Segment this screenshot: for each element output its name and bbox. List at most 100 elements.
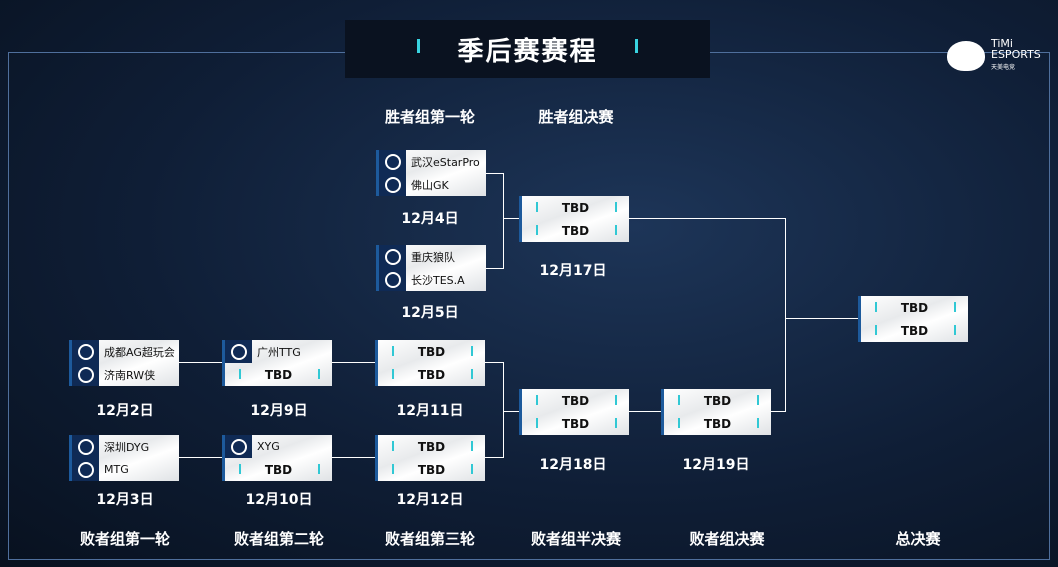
team-name: 重庆狼队	[411, 250, 455, 264]
team-logo-icon	[379, 245, 406, 268]
team-slot: XYG	[225, 435, 332, 458]
team-slot: 武汉eStarPro	[379, 150, 486, 173]
match-l3a[interactable]: TBD TBD	[375, 340, 485, 386]
match-l2a[interactable]: 广州TTG TBD	[222, 340, 332, 386]
tick-icon	[392, 369, 394, 379]
team-slot: TBD	[861, 296, 968, 319]
tick-icon	[471, 441, 473, 451]
header-losers-final: 败者组决赛	[689, 530, 765, 548]
tick-icon	[536, 202, 538, 212]
team-name: TBD	[264, 462, 293, 477]
team-slot: 重庆狼队	[379, 245, 486, 268]
team-name: TBD	[417, 367, 446, 382]
team-slot: TBD	[225, 458, 332, 481]
match-date: 12月3日	[96, 492, 154, 508]
team-name: TBD	[703, 416, 732, 431]
team-name: 成都AG超玩会	[104, 345, 175, 359]
match-date: 12月5日	[401, 305, 459, 321]
team-slot: TBD	[225, 363, 332, 386]
team-logo-icon	[225, 340, 252, 363]
match-date: 12月10日	[245, 492, 313, 508]
match-l2b[interactable]: XYG TBD	[222, 435, 332, 481]
match-l1a[interactable]: 成都AG超玩会济南RW侠	[69, 340, 179, 386]
team-name: TBD	[417, 439, 446, 454]
match-lf[interactable]: TBD TBD	[661, 389, 771, 435]
header-winners-round1: 胜者组第一轮	[384, 108, 476, 126]
tick-icon	[757, 418, 759, 428]
team-name: TBD	[561, 200, 590, 215]
team-slot: MTG	[72, 458, 179, 481]
tick-icon	[392, 464, 394, 474]
tick-icon	[678, 395, 680, 405]
team-slot: 成都AG超玩会	[72, 340, 179, 363]
page-title: 季后赛赛程	[345, 20, 710, 78]
tick-icon	[471, 464, 473, 474]
team-logo-icon	[379, 173, 406, 196]
match-date: 12月18日	[539, 457, 607, 473]
tick-icon	[875, 325, 877, 335]
team-slot: 广州TTG	[225, 340, 332, 363]
team-name: 深圳DYG	[104, 440, 150, 454]
match-date: 12月4日	[401, 211, 459, 227]
team-name: TBD	[561, 223, 590, 238]
tick-icon	[536, 395, 538, 405]
match-date: 12月12日	[396, 492, 464, 508]
match-date: 12月9日	[250, 403, 308, 419]
tick-icon	[615, 225, 617, 235]
team-logo-icon	[72, 435, 99, 458]
match-l3b[interactable]: TBD TBD	[375, 435, 485, 481]
match-date: 12月17日	[539, 263, 607, 279]
team-slot: TBD	[378, 363, 485, 386]
tick-icon	[954, 302, 956, 312]
match-l1b[interactable]: 深圳DYG MTG	[69, 435, 179, 481]
match-date: 12月11日	[396, 403, 464, 419]
header-losers-round1: 败者组第一轮	[79, 530, 171, 548]
match-gf[interactable]: TBD TBD	[858, 296, 968, 342]
tick-icon	[239, 464, 241, 474]
team-slot: TBD	[664, 389, 771, 412]
team-logo-icon	[72, 363, 99, 386]
tick-icon	[615, 395, 617, 405]
team-slot: TBD	[378, 458, 485, 481]
team-name: TBD	[703, 393, 732, 408]
team-slot: 佛山GK	[379, 173, 486, 196]
match-wf[interactable]: TBD TBD	[519, 196, 629, 242]
tick-icon	[471, 346, 473, 356]
team-slot: 济南RW侠	[72, 363, 179, 386]
header-losers-semifinal: 败者组半决赛	[530, 530, 622, 548]
tick-icon	[536, 225, 538, 235]
match-w1a[interactable]: 武汉eStarPro 佛山GK	[376, 150, 486, 196]
tick-icon	[318, 464, 320, 474]
match-w1b[interactable]: 重庆狼队长沙TES.A	[376, 245, 486, 291]
team-name: 广州TTG	[257, 345, 301, 359]
team-name: MTG	[104, 463, 129, 476]
team-slot: TBD	[664, 412, 771, 435]
team-name: 佛山GK	[411, 178, 449, 192]
team-name: TBD	[900, 323, 929, 338]
match-lsf[interactable]: TBD TBD	[519, 389, 629, 435]
tick-icon	[239, 369, 241, 379]
team-name: TBD	[900, 300, 929, 315]
team-slot: 深圳DYG	[72, 435, 179, 458]
team-slot: TBD	[522, 389, 629, 412]
team-name: TBD	[561, 393, 590, 408]
tick-icon	[615, 202, 617, 212]
tick-icon	[471, 369, 473, 379]
tick-icon	[392, 346, 394, 356]
match-date: 12月19日	[682, 457, 750, 473]
tick-icon	[536, 418, 538, 428]
cloud-icon	[947, 40, 985, 71]
match-date: 12月2日	[96, 403, 154, 419]
header-grand-final: 总决赛	[895, 530, 941, 548]
team-logo-icon	[379, 150, 406, 173]
team-name: 长沙TES.A	[411, 273, 465, 287]
header-winners-final: 胜者组决赛	[538, 108, 614, 126]
team-slot: TBD	[522, 412, 629, 435]
header-losers-round3: 败者组第三轮	[384, 530, 476, 548]
tick-icon	[757, 395, 759, 405]
team-logo-icon	[72, 340, 99, 363]
tick-icon	[954, 325, 956, 335]
team-name: TBD	[417, 344, 446, 359]
team-name: TBD	[561, 416, 590, 431]
